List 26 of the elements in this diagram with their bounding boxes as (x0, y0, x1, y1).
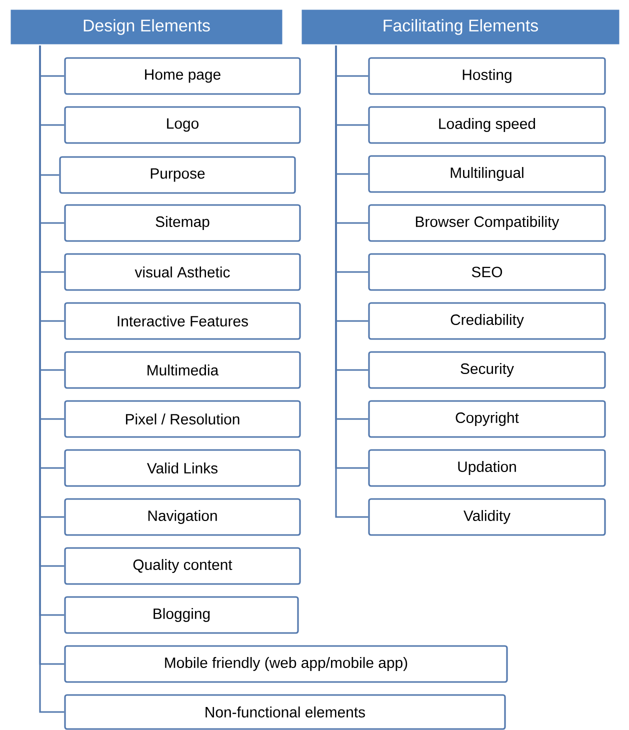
element-box: Mobile friendly (web app/mobile app) (64, 645, 508, 683)
element-box: Valid Links (64, 449, 301, 487)
element-box: Quality content (64, 547, 301, 585)
heading-box: Facilitating Elements (300, 8, 621, 46)
element-box: Navigation (64, 498, 301, 536)
element-box: Pixel / Resolution (64, 400, 301, 438)
element-box: Non-functional elements (64, 694, 506, 730)
element-box: SEO (368, 253, 606, 291)
element-box: Purpose (59, 156, 296, 194)
element-box: Security (368, 351, 606, 389)
element-box: Interactive Features (64, 302, 301, 340)
element-box: Copyright (368, 400, 606, 438)
heading-box: Design Elements (9, 8, 284, 46)
element-box: Sitemap (64, 204, 301, 242)
element-box: Hosting (368, 57, 606, 95)
element-box: Multimedia (64, 351, 301, 389)
element-box: Multilingual (368, 155, 606, 193)
element-box: Crediability (368, 302, 606, 340)
element-box: Home page (64, 57, 301, 95)
element-box: Logo (64, 106, 301, 144)
element-box: Blogging (64, 596, 299, 634)
element-box: Loading speed (368, 106, 606, 144)
element-box: visual Asthetic (64, 253, 301, 291)
element-box: Browser Compatibility (368, 204, 606, 242)
element-box: Validity (368, 498, 606, 536)
element-box: Updation (368, 449, 606, 487)
